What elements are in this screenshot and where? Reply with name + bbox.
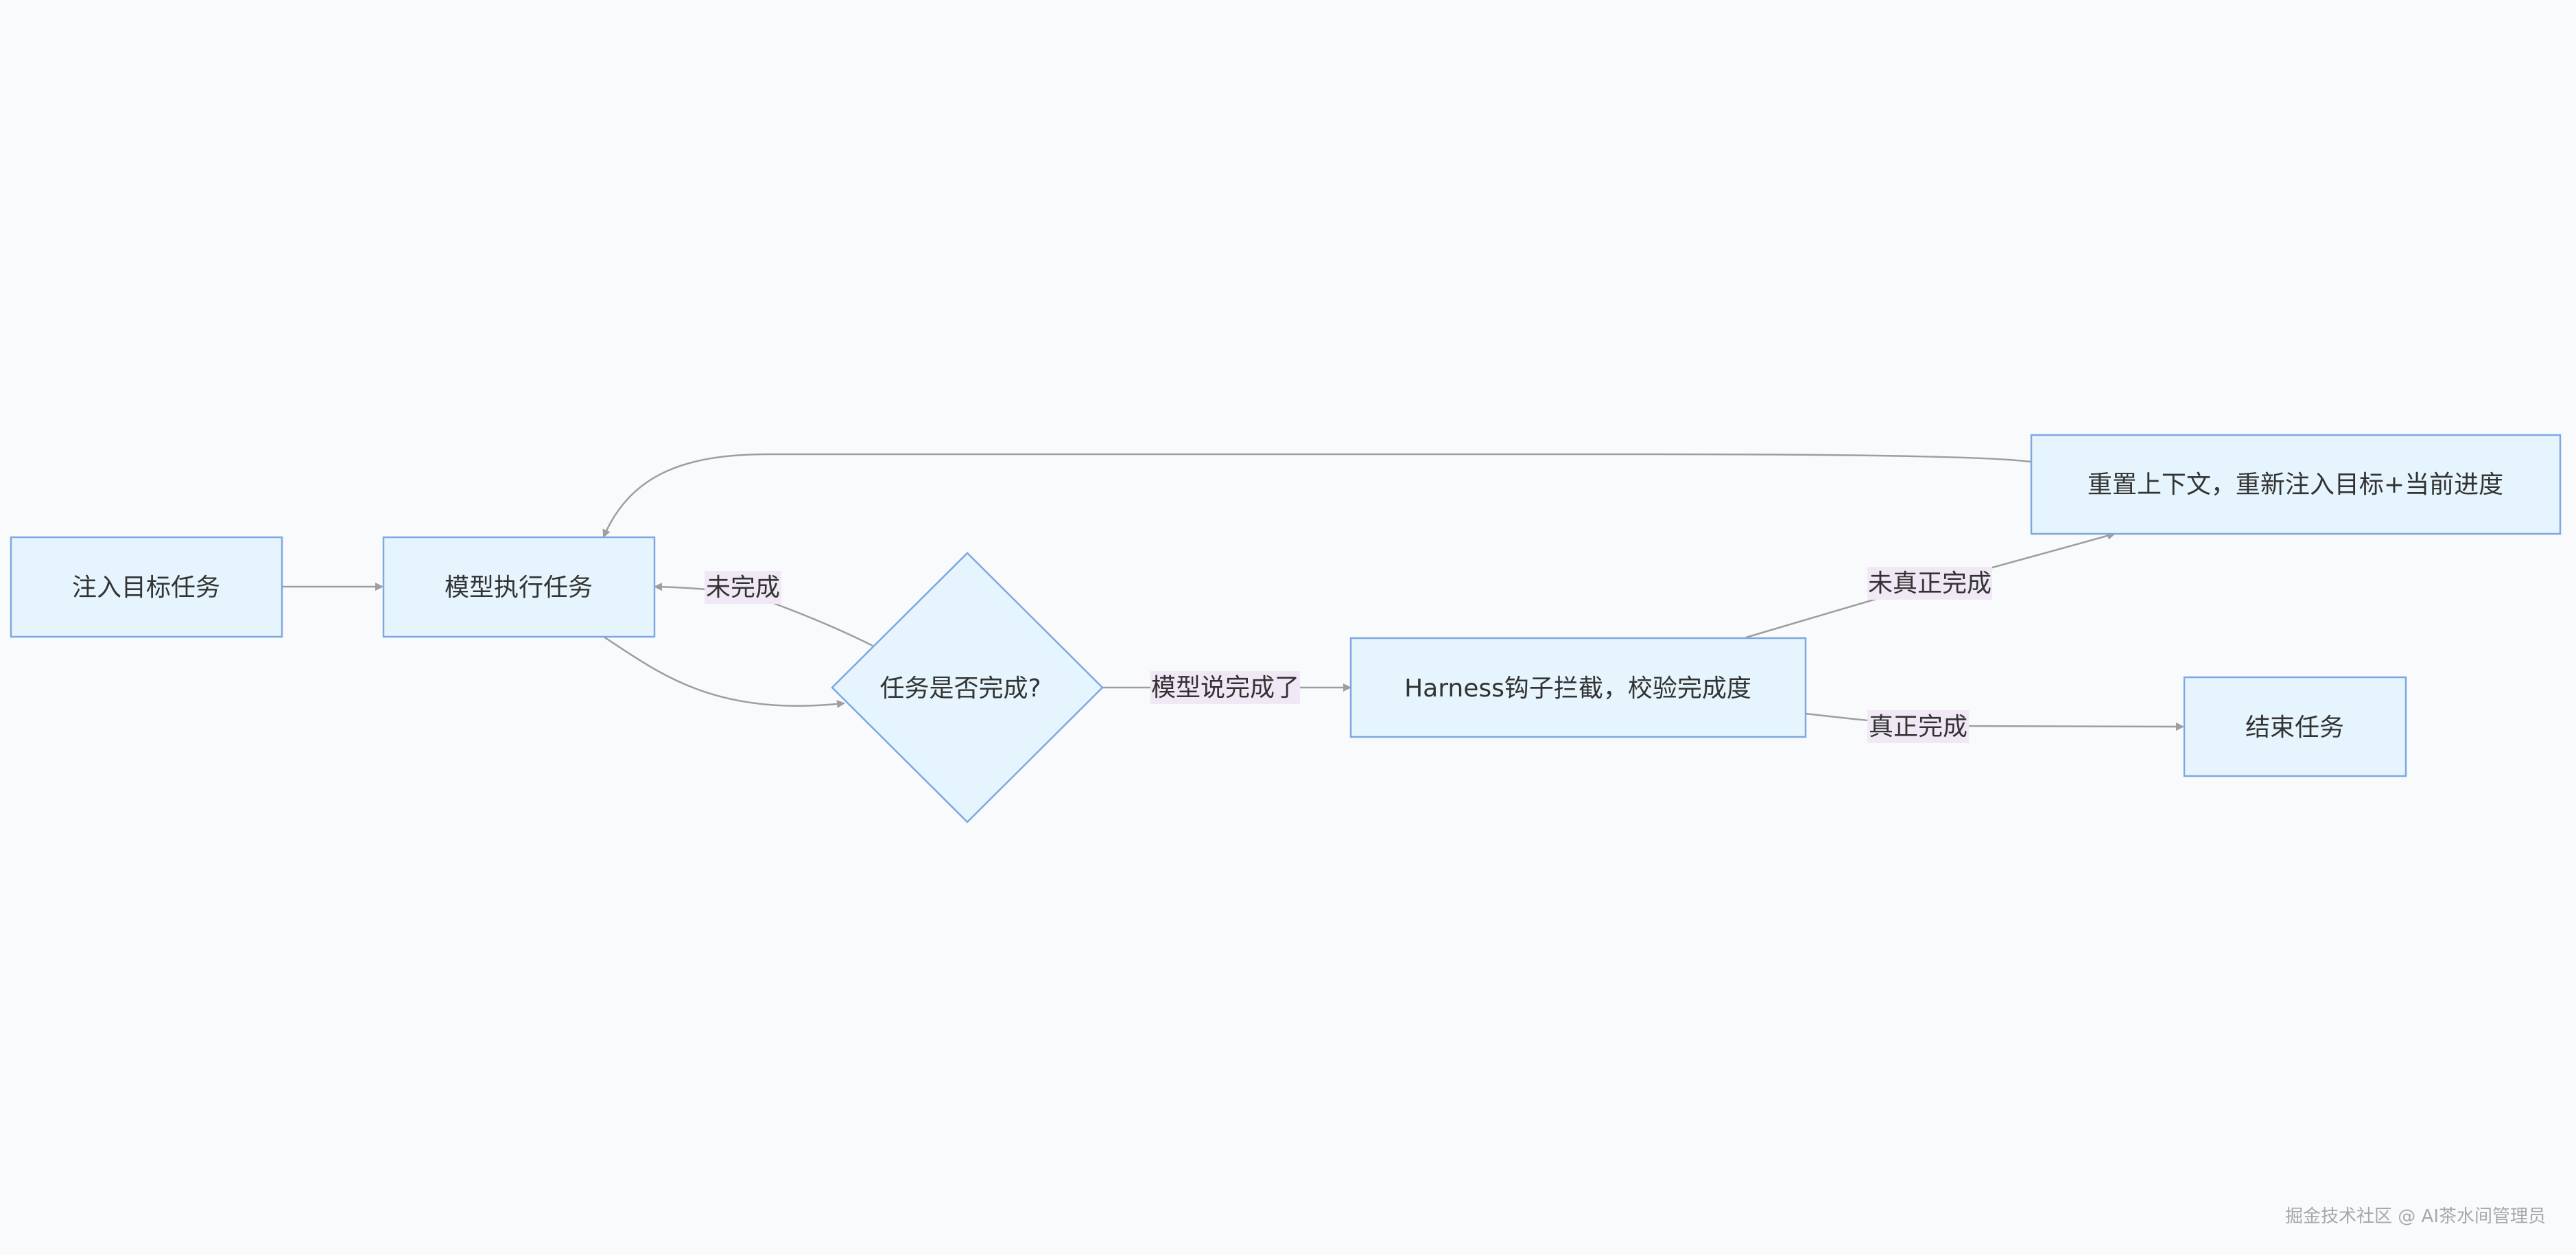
node-task-complete-decision-label: 任务是否完成?	[879, 675, 1041, 703]
node-inject-target-task: 注入目标任务	[10, 536, 283, 638]
edge-label-not-really-done: 未真正完成	[1867, 567, 1992, 600]
edge-label-not-done-text: 未完成	[706, 574, 780, 602]
node-reset-context-label: 重置上下文，重新注入目标+当前进度	[2088, 471, 2503, 499]
edge-label-really-done: 真正完成	[1867, 710, 1969, 743]
node-harness-hook: Harness钩子拦截，校验完成度	[1349, 637, 1807, 738]
node-end-task-label: 结束任务	[2245, 714, 2344, 742]
watermark: 掘金技术社区 @ AI茶水间管理员	[2285, 1206, 2546, 1227]
edge-execute-to-check	[603, 635, 845, 709]
edge-label-not-done: 未完成	[705, 571, 781, 604]
node-model-execute-task: 模型执行任务	[382, 536, 656, 638]
node-task-complete-decision: 任务是否完成?	[831, 552, 1104, 823]
edge-label-not-really-done-text: 未真正完成	[1868, 570, 1992, 598]
edge-label-model-says-done: 模型说完成了	[1150, 671, 1300, 704]
edge-label-model-says-done-text: 模型说完成了	[1151, 674, 1299, 702]
edge-reset-to-execute	[602, 453, 2032, 538]
node-harness-hook-label: Harness钩子拦截，校验完成度	[1404, 675, 1751, 703]
node-inject-target-task-label: 注入目标任务	[72, 574, 220, 602]
edge-label-really-done-text: 真正完成	[1869, 713, 1968, 741]
edge-harness-to-end	[1805, 712, 2184, 731]
node-model-execute-task-label: 模型执行任务	[445, 574, 593, 602]
node-end-task: 结束任务	[2183, 676, 2407, 777]
node-reset-context: 重置上下文，重新注入目标+当前进度	[2030, 434, 2562, 535]
